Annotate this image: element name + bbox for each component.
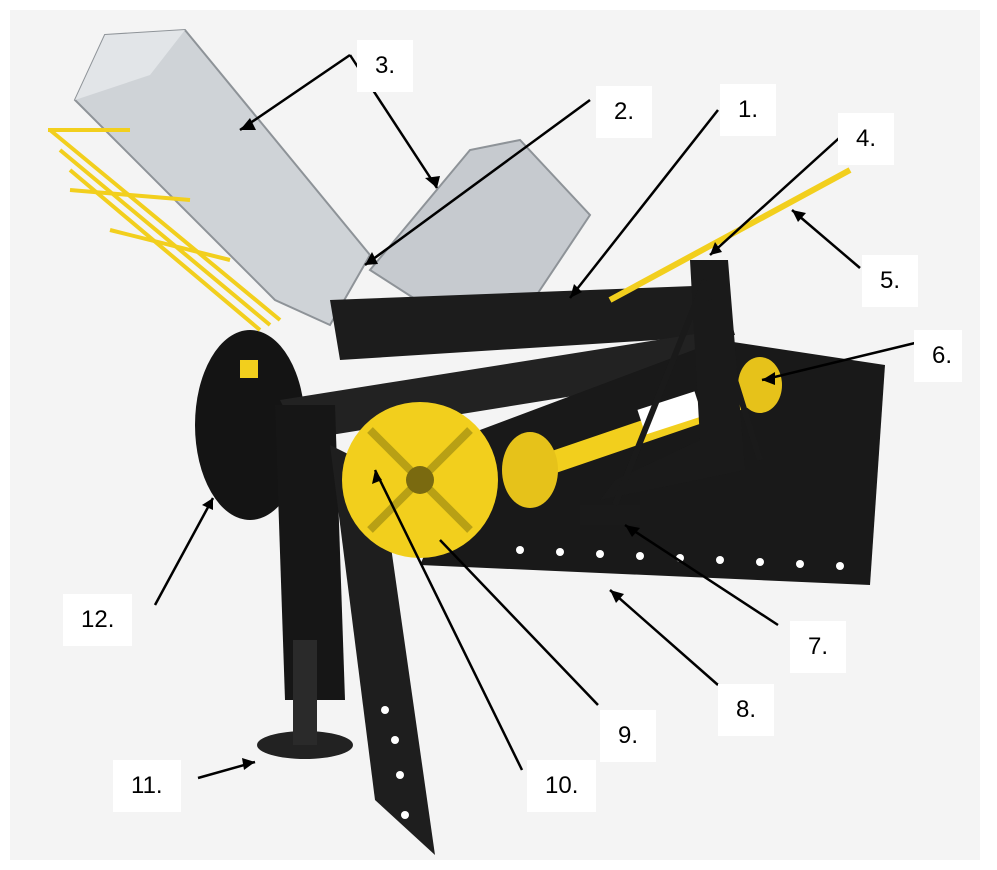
front-skid xyxy=(330,445,435,855)
blade-bolt-holes xyxy=(516,546,844,570)
callout-12: 12. xyxy=(63,594,133,646)
callout-2: 2. xyxy=(596,86,653,138)
callout-5: 5. xyxy=(862,255,919,307)
callout-1: 1. xyxy=(720,84,777,136)
hitch-tower xyxy=(600,260,745,500)
callout-8: 8. xyxy=(718,684,775,736)
support-leg xyxy=(275,405,345,700)
skid-bolt-holes xyxy=(381,706,409,819)
callout-6: 6. xyxy=(914,330,963,382)
hitch-arm xyxy=(612,278,763,507)
callout-10: 10. xyxy=(527,760,597,812)
pto-yoke-rear xyxy=(738,357,782,413)
main-beam xyxy=(330,285,735,360)
lower-link-pin xyxy=(580,505,640,525)
leader-arrowheads xyxy=(202,118,806,770)
callout-7: 7. xyxy=(790,621,847,673)
jack-stand xyxy=(293,640,317,745)
pto-yoke-front xyxy=(502,432,558,508)
callout-3: 3. xyxy=(357,40,414,92)
chute-guard-grid xyxy=(48,128,282,332)
pto-shaft-sleeve xyxy=(637,391,703,435)
chute-left-top xyxy=(75,30,185,100)
callout-11: 11. xyxy=(113,760,181,812)
control-rod xyxy=(608,167,852,303)
impeller-hub xyxy=(406,466,434,494)
warning-sticker xyxy=(240,360,258,378)
callout-9: 9. xyxy=(600,710,657,762)
callout-4: 4. xyxy=(838,113,895,165)
